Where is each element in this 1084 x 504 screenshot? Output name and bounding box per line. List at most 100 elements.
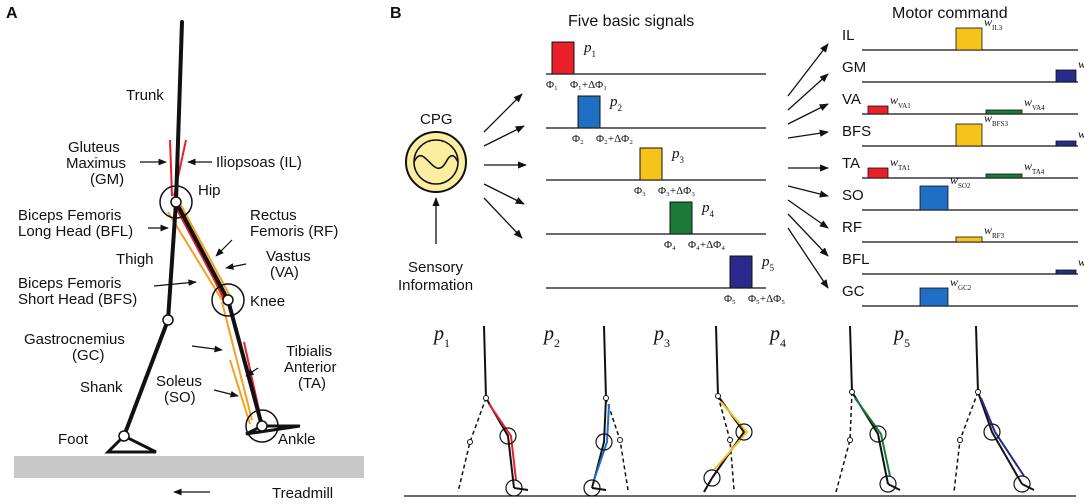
basic-signals-title: Five basic signals	[568, 13, 694, 30]
il-label: Iliopsoas (IL)	[216, 154, 302, 171]
muscle-rf	[175, 195, 231, 297]
signal-pulse	[639, 147, 663, 181]
signal-label: p1	[583, 40, 596, 59]
pose-hip-joint	[603, 395, 609, 401]
gc-label-line2: (GC)	[72, 347, 105, 364]
motor-muscle-label: GC	[842, 283, 865, 300]
treadmill-label: Treadmill	[272, 485, 333, 502]
pose-knee-ring	[983, 423, 1001, 441]
pose-active-muscle	[713, 401, 749, 471]
motor-command-title: Motor command	[892, 5, 1008, 22]
pose-swing-leg	[717, 395, 735, 491]
gait-pose-1: p1	[432, 323, 529, 497]
motor-muscle-label: TA	[842, 155, 860, 172]
motor-row-bfs: BFSwBFS3wBFS5	[842, 111, 1084, 147]
weight-label: wRF3	[984, 223, 1005, 240]
muscle-so	[229, 359, 251, 425]
motor-pulse	[985, 173, 1023, 179]
motor-muscle-label: IL	[842, 27, 855, 44]
phi-end-label: Φ₂+ΔΦ₂	[596, 133, 633, 145]
treadmill-surface	[14, 456, 364, 478]
weight-label: wTA1	[890, 155, 911, 172]
motor-muscle-label: GM	[842, 59, 866, 76]
panel-b-label: B	[390, 5, 402, 22]
signal-pulse	[669, 201, 693, 235]
pose-knee-ring	[595, 433, 613, 451]
ta-label-line2: Anterior	[284, 359, 337, 376]
ankle-label: Ankle	[278, 431, 316, 448]
right-foot-segment	[245, 424, 301, 436]
trunk-label: Trunk	[126, 87, 164, 104]
joints	[118, 185, 279, 443]
pose-hip-joint	[975, 389, 981, 395]
gait-pose-3: p3	[652, 323, 753, 493]
weight-label: wBFS3	[984, 111, 1008, 128]
hip-joint	[170, 196, 182, 208]
motor-muscle-label: SO	[842, 187, 864, 204]
gm-label-line2: Maximus	[66, 155, 126, 172]
pose-trunk	[483, 325, 487, 399]
va-label-line2: (VA)	[270, 264, 299, 281]
skeleton	[104, 20, 301, 454]
ankle-joint-ring	[245, 409, 279, 443]
pose-ankle-ring	[879, 475, 897, 493]
left-thigh-segment	[166, 200, 178, 322]
motor-pulse	[1055, 140, 1077, 147]
pose-trunk	[975, 325, 979, 393]
pose-foot	[513, 487, 529, 491]
pose-stance-leg	[977, 391, 1023, 485]
knee-joint-ring	[211, 283, 245, 317]
signal-pulse	[551, 41, 575, 75]
pose-label: p2	[542, 323, 560, 350]
left-foot-segment	[104, 434, 157, 454]
pose-active-muscle	[488, 403, 517, 481]
thigh-label: Thigh	[116, 251, 154, 268]
bfl-label-line2: Long Head (BFL)	[18, 223, 133, 240]
va-label-line1: Vastus	[266, 248, 311, 265]
weight-label: wSO2	[950, 173, 971, 190]
pose-label: p3	[652, 323, 670, 350]
weight-label: wTA4	[1024, 159, 1045, 176]
ta-label-line1: Tibialis	[286, 343, 332, 360]
phi-start-label: Φ₂	[572, 133, 584, 145]
motor-pulse	[919, 287, 949, 307]
pose-foot	[1021, 483, 1035, 491]
motor-muscle-label: BFL	[842, 251, 870, 268]
cpg-to-signal-arrows	[483, 93, 527, 239]
cpg-circle	[405, 131, 467, 193]
motor-row-gm: GMwGM5	[842, 57, 1084, 83]
left-ankle-joint	[118, 430, 130, 442]
signal-pulse	[729, 255, 753, 289]
left-shank-segment	[122, 318, 170, 438]
trunk-segment	[174, 20, 184, 204]
weight-label: wVA4	[1024, 95, 1045, 112]
motor-row-gc: GC wGC2	[842, 275, 1078, 307]
pose-trunk	[715, 325, 719, 397]
motor-pulse	[1055, 69, 1077, 83]
rf-label-line1: Rectus	[250, 207, 297, 224]
motor-muscle-label: BFS	[842, 123, 871, 140]
pose-swing-leg	[953, 391, 979, 493]
weight-label: wVA1	[890, 93, 911, 110]
phi-start-label: Φ₄	[664, 239, 676, 251]
pose-foot	[591, 487, 607, 491]
motor-pulse	[955, 236, 983, 243]
ta-label-line3: (TA)	[298, 375, 326, 392]
gm-label-line1: Gluteus	[68, 139, 120, 156]
gc-label-line1: Gastrocnemius	[24, 331, 125, 348]
pose-knee-ring	[869, 425, 887, 443]
muscle-gc	[221, 301, 253, 421]
motor-pulse	[985, 109, 1023, 115]
phi-end-label: Φ₅+ΔΦ₅	[748, 293, 785, 305]
weight-label: wGC2	[950, 275, 972, 292]
muscle-bfl	[167, 211, 223, 301]
left-knee-joint	[162, 314, 174, 326]
pose-ankle-ring	[505, 479, 523, 497]
pose-stance-leg	[591, 397, 607, 489]
phi-end-label: Φ₃+ΔΦ₃	[658, 185, 695, 197]
